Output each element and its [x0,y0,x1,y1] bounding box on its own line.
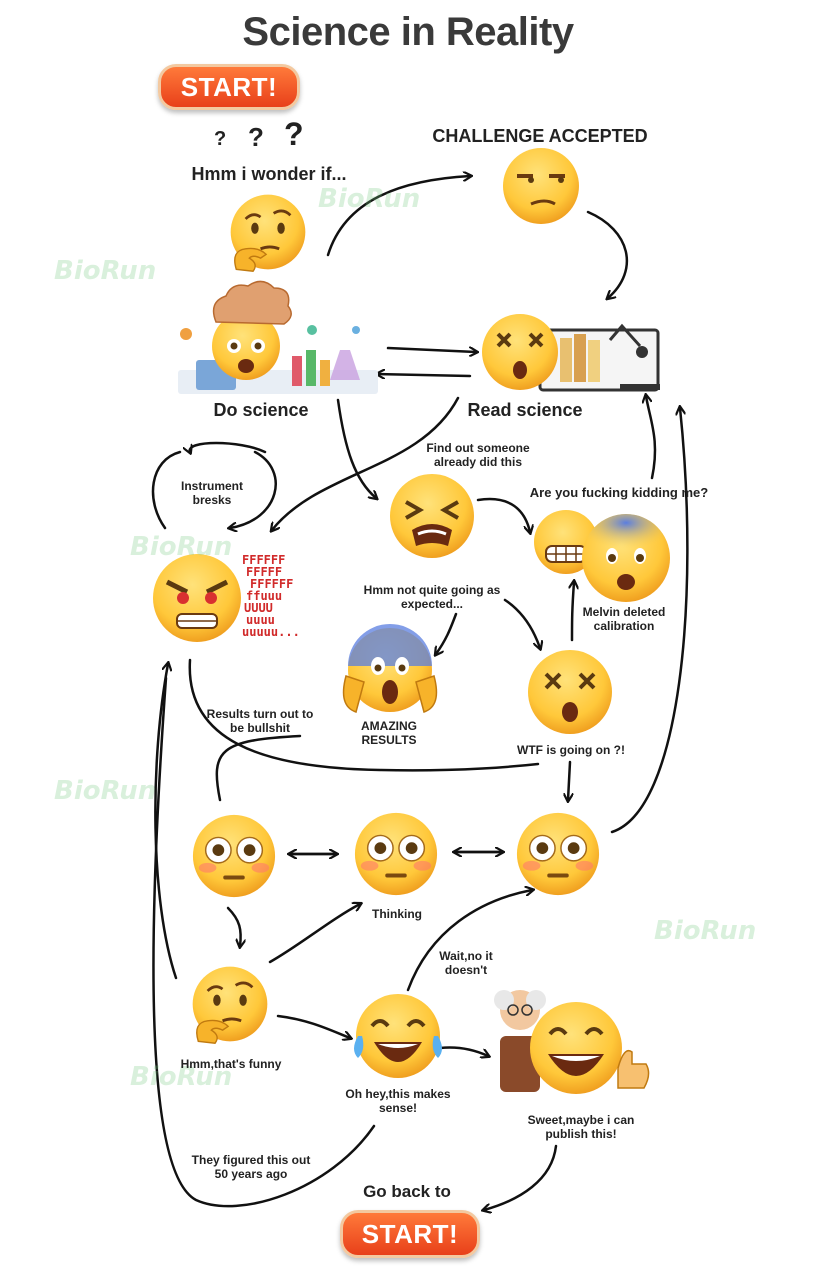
label-wonder: Hmm i wonder if... [191,164,347,184]
question-mark: ? [248,122,264,152]
watermark: BioRun [54,256,157,286]
label-go-back: Go back to [363,1182,451,1201]
label-melvin: Melvin deleted calibration [582,605,666,633]
connectors [151,176,689,1210]
watermark: BioRun [130,1062,233,1092]
arrow-wonder-to-challenge [326,176,470,257]
arrow-f1-to-funny [226,906,241,946]
end-start-button[interactable]: START! [340,1210,480,1258]
watermark: BioRun [318,184,421,214]
flushed-face-icon [192,814,276,898]
watermark: BioRun [130,532,233,562]
rage-line: FFFFF [246,565,283,579]
label-figured: They figured this out 50 years ago [191,1153,311,1181]
arrow-read-to-angry [272,396,460,530]
rage-line: UUUU [244,601,273,615]
thinking-face-icon [229,193,307,273]
arrow-do-to-tired [336,398,376,498]
label-not-going: Hmm not quite going as expected... [363,583,501,611]
rage-line: ffuuu [246,589,283,603]
rage-line: uuuuu... [242,625,300,639]
bookshelf-icon [538,323,660,392]
label-bullshit: Results turn out to be bullshit [206,707,314,735]
arrow-laugh-to-flushed3 [406,890,532,992]
watermark: BioRun [54,776,157,806]
label-challenge: CHALLENGE ACCEPTED [432,126,648,146]
arrow-angry-to-wtf-line [188,658,540,772]
dizzy-face-icon [482,314,558,390]
arrow-wtf-to-melvin [572,582,574,642]
label-funny: Hmm,that's funny [180,1057,282,1071]
instrument-loop-right [230,450,277,528]
professor-icon [494,990,546,1092]
lab-equipment-icon [178,325,378,394]
label-wait: Wait,no it doesn't [439,949,493,977]
watermark: BioRun [654,916,757,946]
flushed-face-icon [354,812,438,896]
screaming-face-icon [342,624,438,713]
dizzy-face-icon [528,650,612,734]
arrow-funny-to-angry [154,664,178,980]
rage-line: FFFFFF [250,577,294,591]
page-title: Science in Reality [242,10,574,54]
arrow-publish-to-start [484,1144,558,1210]
arrow-kidding-to-read [646,396,657,480]
label-do-science: Do science [213,400,309,420]
instrument-loop-left [151,450,182,530]
laughing-tears-face-icon [354,994,442,1078]
flushed-face-icon [516,812,600,896]
arrow-notgoing-to-wtf [503,598,540,648]
tired-face-icon [390,474,474,558]
arrow-figured-to-angry [152,676,376,1208]
rage-line: FFFFFF [242,553,286,567]
angry-face-icon [153,554,241,642]
grinning-thumbs-up-icon [530,1002,650,1094]
instrument-loop-top [190,441,267,452]
rage-line: uuuu [246,613,275,627]
start-button[interactable]: START! [158,64,300,110]
arrow-laugh-to-publish [438,1046,488,1056]
arrow-f3-to-read [610,408,689,834]
label-makes-sense: Oh hey,this makes sense! [345,1087,451,1115]
label-instrument: Instrument bresks [180,479,243,507]
label-thinking: Thinking [372,907,422,921]
arrow-wtf-to-flushed3 [568,760,570,800]
label-wtf: WTF is going on ?! [517,743,625,757]
thinking-face-icon [191,965,269,1045]
label-read-science: Read science [467,400,583,420]
arrow-notgoing-to-amazing [436,612,458,654]
label-publish: Sweet,maybe i can publish this! [527,1113,635,1141]
arrow-funny-to-laugh [276,1014,350,1038]
arrow-challenge-to-read [586,210,629,298]
exploding-head-icon [212,280,292,380]
question-mark: ? [284,116,304,152]
question-mark: ? [214,128,227,150]
arrow-do-to-read [386,348,476,352]
label-kidding: Are you fucking kidding me? [529,485,709,500]
fearful-face-icon [582,514,670,602]
label-amazing: AMAZING RESULTS [361,719,417,747]
arrow-tired-to-kidding [476,497,530,532]
arrow-funny-to-thinking [268,904,360,964]
arrow-flushed1-up [215,734,302,802]
label-find-out: Find out someone already did this [426,441,530,469]
unamused-face-icon [503,148,579,224]
arrow-read-to-do [378,374,472,376]
